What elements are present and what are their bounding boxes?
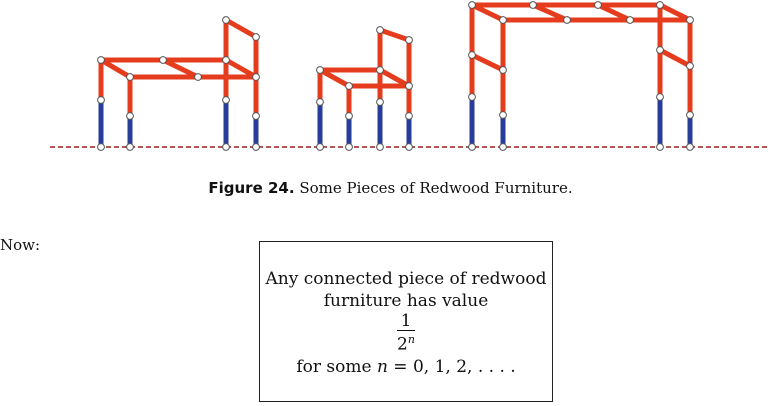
blue-edges bbox=[98, 94, 693, 150]
value-statement-box: Any connected piece of redwood furniture… bbox=[259, 241, 553, 402]
joint-node bbox=[626, 16, 634, 24]
red-edges bbox=[98, 2, 693, 119]
joint-node bbox=[656, 1, 664, 9]
joint-node bbox=[159, 56, 167, 64]
red-edge bbox=[160, 57, 201, 80]
joint-node bbox=[529, 1, 537, 9]
red-edge bbox=[317, 67, 352, 89]
joint-node bbox=[468, 143, 476, 151]
joint-node bbox=[97, 96, 105, 104]
joint-node bbox=[499, 143, 507, 151]
now-label: Now: bbox=[0, 236, 41, 254]
joint-node bbox=[594, 1, 602, 9]
red-edge bbox=[595, 2, 633, 23]
joint-node bbox=[345, 143, 353, 151]
joint-node bbox=[499, 111, 507, 119]
joint-node bbox=[405, 143, 413, 151]
joint-node bbox=[499, 66, 507, 74]
joint-node bbox=[656, 46, 664, 54]
fraction-denominator: 2n bbox=[397, 333, 415, 355]
joint-node bbox=[686, 111, 694, 119]
joint-node bbox=[563, 16, 571, 24]
joint-node bbox=[686, 143, 694, 151]
red-edge bbox=[469, 52, 506, 73]
joint-node bbox=[252, 112, 260, 120]
joint-node bbox=[222, 143, 230, 151]
red-edge bbox=[377, 67, 412, 89]
joint-node bbox=[97, 143, 105, 151]
joint-node bbox=[468, 1, 476, 9]
red-edge bbox=[223, 17, 259, 40]
joint-node bbox=[316, 143, 324, 151]
joint-node bbox=[468, 51, 476, 59]
joint-node bbox=[686, 62, 694, 70]
joint-node bbox=[316, 66, 324, 74]
red-edge bbox=[98, 57, 133, 80]
joint-node bbox=[656, 143, 664, 151]
nodes bbox=[97, 1, 694, 151]
joint-node bbox=[97, 56, 105, 64]
figure-caption: Figure 24. Some Pieces of Redwood Furnit… bbox=[0, 179, 781, 197]
joint-node bbox=[126, 73, 134, 81]
joint-node bbox=[252, 73, 260, 81]
red-edge bbox=[377, 27, 412, 43]
figure-caption-text: Some Pieces of Redwood Furniture. bbox=[299, 179, 573, 197]
joint-node bbox=[656, 93, 664, 101]
joint-node bbox=[376, 143, 384, 151]
joint-node bbox=[376, 98, 384, 106]
joint-node bbox=[345, 112, 353, 120]
statement-line-1: Any connected piece of redwood bbox=[265, 269, 547, 289]
red-edge bbox=[469, 2, 506, 23]
joint-node bbox=[376, 66, 384, 74]
joint-node bbox=[405, 36, 413, 44]
joint-node bbox=[222, 96, 230, 104]
red-edge bbox=[657, 47, 693, 69]
joint-node bbox=[405, 82, 413, 90]
joint-node bbox=[252, 143, 260, 151]
fraction-exponent: n bbox=[407, 333, 415, 346]
joint-node bbox=[194, 73, 202, 81]
joint-node bbox=[252, 33, 260, 41]
value-statement: Any connected piece of redwood furniture… bbox=[260, 268, 552, 378]
joint-node bbox=[405, 112, 413, 120]
statement-line-2: furniture has value bbox=[323, 291, 489, 311]
joint-node bbox=[345, 82, 353, 90]
joint-node bbox=[222, 16, 230, 24]
red-edge bbox=[657, 2, 693, 23]
statement-line-4: for some n = 0, 1, 2, . . . . bbox=[296, 356, 516, 377]
value-fraction: 1 2n bbox=[260, 312, 552, 356]
joint-node bbox=[126, 112, 134, 120]
red-edge bbox=[530, 2, 570, 23]
red-edge bbox=[223, 57, 259, 80]
joint-node bbox=[468, 93, 476, 101]
joint-node bbox=[316, 98, 324, 106]
joint-node bbox=[222, 56, 230, 64]
joint-node bbox=[499, 16, 507, 24]
figure-label: Figure 24. bbox=[208, 179, 295, 197]
joint-node bbox=[126, 143, 134, 151]
redwood-furniture-figure bbox=[50, 1, 770, 151]
joint-node bbox=[686, 16, 694, 24]
joint-node bbox=[376, 26, 384, 34]
fraction-numerator: 1 bbox=[397, 312, 415, 331]
